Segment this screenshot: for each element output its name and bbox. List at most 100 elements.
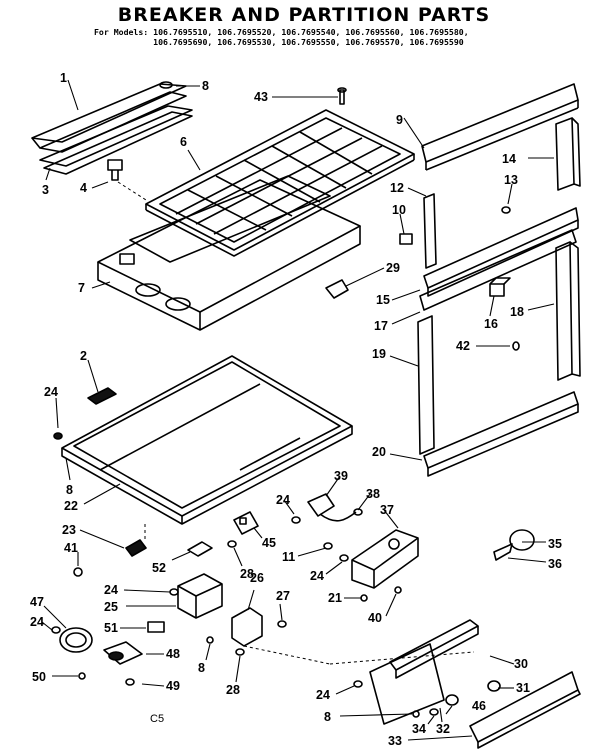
callout-24-left: 24 <box>44 385 58 399</box>
callout-17: 17 <box>374 319 388 333</box>
part-clip-16 <box>489 277 511 297</box>
part-bumper-46 <box>445 694 459 706</box>
callout-36: 36 <box>548 557 562 571</box>
callout-24-housing: 24 <box>310 569 324 583</box>
callout-12: 12 <box>390 181 404 195</box>
callout-30: 30 <box>514 657 528 671</box>
callout-43: 43 <box>254 90 268 104</box>
callout-46: 46 <box>472 699 486 713</box>
part-screw-8-top <box>159 81 173 89</box>
callout-45: 45 <box>262 536 276 550</box>
part-screw-4 <box>107 159 123 181</box>
part-vertical-strip-18 <box>555 241 581 381</box>
callout-31: 31 <box>516 681 530 695</box>
callout-2: 2 <box>80 349 87 363</box>
part-screw-8-lower <box>206 636 214 644</box>
assembly-lines <box>117 181 475 665</box>
callout-48: 48 <box>166 647 180 661</box>
callout-26: 26 <box>250 571 264 585</box>
part-sensor-38 <box>319 508 363 522</box>
part-knob-shaft-36 <box>493 543 513 561</box>
callout-24-harness: 24 <box>30 615 44 629</box>
part-vertical-breaker-14 <box>555 117 581 191</box>
callout-27: 27 <box>276 589 290 603</box>
part-screw-27 <box>277 620 287 628</box>
callout-19: 19 <box>372 347 386 361</box>
callout-24-damper: 24 <box>104 583 118 597</box>
part-clip-10 <box>399 233 413 245</box>
part-damper-25 <box>177 573 223 619</box>
part-screw-49 <box>125 678 135 686</box>
callout-41: 41 <box>64 541 78 555</box>
callout-38: 38 <box>366 487 380 501</box>
models-prefix: For Models: <box>94 27 149 37</box>
part-bracket-29 <box>325 279 349 299</box>
callout-33: 33 <box>388 734 402 748</box>
part-screw-24-harness <box>51 626 61 634</box>
callout-49: 49 <box>166 679 180 693</box>
part-screw-24-left <box>53 432 63 440</box>
callout-22: 22 <box>64 499 78 513</box>
part-screw-11 <box>323 542 333 550</box>
callout-14: 14 <box>502 152 516 166</box>
part-screw-41 <box>73 567 83 577</box>
callout-10: 10 <box>392 203 406 217</box>
part-screw-24-damper <box>169 588 179 596</box>
part-harness-47 <box>59 627 93 653</box>
callout-8-lower: 8 <box>198 661 205 675</box>
callout-13: 13 <box>504 173 518 187</box>
part-partition-22 <box>61 355 353 525</box>
diagram-title: BREAKER AND PARTITION PARTS <box>117 4 491 26</box>
part-screw-28-upper <box>227 540 237 548</box>
models-line-1: 106.7695510, 106.7695520, 106.7695540, 1… <box>153 27 469 37</box>
part-breaker-housing-7 <box>97 175 361 331</box>
part-nameplate-32 <box>369 643 445 725</box>
callout-34: 34 <box>412 722 426 736</box>
part-bumper-31 <box>487 680 501 692</box>
part-thermostat-39 <box>307 493 335 517</box>
callout-20: 20 <box>372 445 386 459</box>
callout-37: 37 <box>380 503 394 517</box>
part-screw-50 <box>78 672 86 680</box>
callout-3: 3 <box>42 183 49 197</box>
callout-32: 32 <box>436 722 450 736</box>
callout-11: 11 <box>282 550 295 564</box>
callout-4: 4 <box>80 181 87 195</box>
part-control-housing-37 <box>351 529 419 589</box>
callout-labels: 1 8 43 6 4 3 7 9 14 12 13 10 29 15 16 17… <box>30 71 562 748</box>
callout-51: 51 <box>104 621 118 635</box>
part-vertical-strip-19 <box>417 315 435 455</box>
callout-47: 47 <box>30 595 44 609</box>
part-clip-45 <box>233 511 259 535</box>
callout-8-top: 8 <box>202 79 209 93</box>
callout-23: 23 <box>62 523 76 537</box>
part-grille-6 <box>145 109 415 257</box>
callout-6: 6 <box>180 135 187 149</box>
part-screw-24-mid <box>291 516 301 524</box>
callout-21: 21 <box>328 591 342 605</box>
callout-15: 15 <box>376 293 390 307</box>
callout-29: 29 <box>386 261 400 275</box>
callout-28-upper: 28 <box>240 567 254 581</box>
part-frame-17 <box>419 229 577 311</box>
callout-25: 25 <box>104 600 118 614</box>
part-screw-40 <box>394 586 402 594</box>
callout-8-bottom: 8 <box>324 710 331 724</box>
models-line-2: 106.7695690, 106.7695530, 106.7695550, 1… <box>153 37 464 47</box>
callout-42: 42 <box>456 339 470 353</box>
part-trim-30 <box>389 619 479 679</box>
part-connector-51 <box>147 621 165 633</box>
part-screw-8-bottom <box>412 710 420 718</box>
part-knob-35 <box>509 529 535 551</box>
callout-7: 7 <box>78 281 85 295</box>
part-screw-24-lower <box>353 680 363 688</box>
callout-1: 1 <box>60 71 67 85</box>
callout-9: 9 <box>396 113 403 127</box>
callout-8-left: 8 <box>66 483 73 497</box>
part-lamp-socket-48 <box>103 641 143 665</box>
part-trim-strip-1 <box>31 83 187 153</box>
part-screw-24-housing <box>339 554 349 562</box>
callout-52: 52 <box>152 561 166 575</box>
part-screw-42 <box>512 341 520 351</box>
